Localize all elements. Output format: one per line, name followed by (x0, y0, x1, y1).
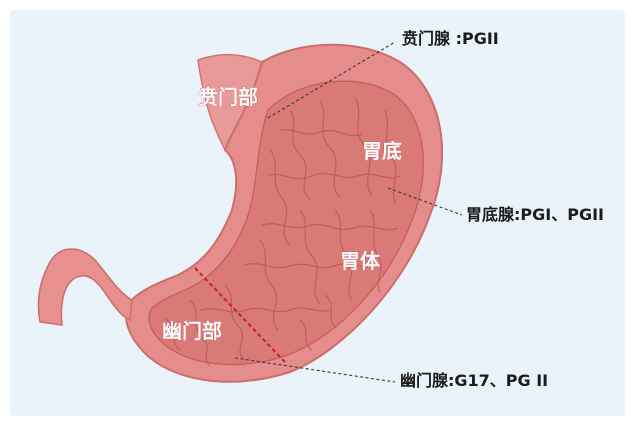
gland-label-cardiac: 贲门腺 :PGII (402, 29, 499, 48)
region-label-pylorus: 幽门部 (162, 319, 222, 343)
gland-label-pyloric: 幽门腺:G17、PG II (400, 371, 548, 390)
region-label-fundus: 胃底 (362, 139, 402, 163)
duodenum (38, 249, 132, 325)
region-label-body: 胃体 (340, 249, 381, 273)
gland-label-fundic: 胃底腺:PGI、PGII (466, 205, 604, 224)
region-label-cardia: 贲门部 (198, 85, 258, 109)
